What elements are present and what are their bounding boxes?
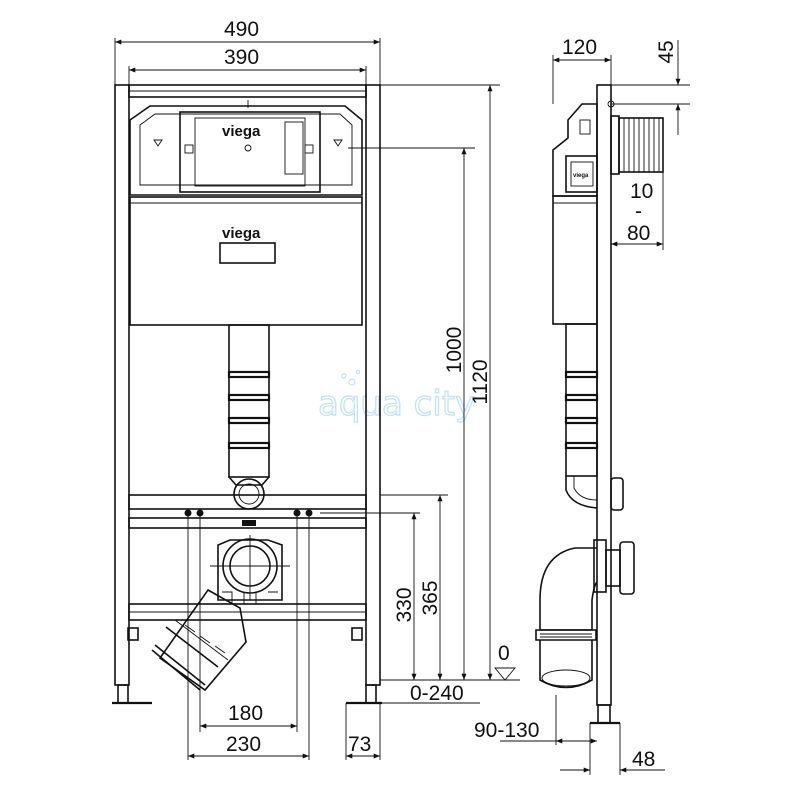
flush-outlet bbox=[233, 478, 265, 510]
dim-depth-range: 90-130 bbox=[474, 719, 539, 742]
cistern-side-tank bbox=[552, 195, 598, 325]
waste-elbow bbox=[151, 588, 247, 692]
dim-offset-dash: - bbox=[635, 200, 642, 223]
watermark-text: aqua city bbox=[318, 384, 475, 424]
front-view: viega viega bbox=[112, 18, 520, 760]
zero-level-icon bbox=[494, 667, 516, 681]
brand-label-side: viega bbox=[573, 173, 589, 179]
dim-height-365: 365 bbox=[419, 580, 442, 615]
dim-depth-top: 120 bbox=[562, 36, 597, 59]
brand-label-tank: viega bbox=[222, 225, 261, 242]
dim-frame-width: 390 bbox=[224, 46, 259, 69]
dim-height-1120: 1120 bbox=[469, 359, 492, 404]
actuator-opening bbox=[179, 111, 321, 193]
upper-cross-rail bbox=[128, 494, 367, 510]
cistern-head bbox=[129, 105, 363, 196]
dim-height-330: 330 bbox=[393, 587, 416, 622]
dim-foot-48: 48 bbox=[632, 748, 655, 771]
dim-spacing-230: 230 bbox=[226, 733, 261, 756]
waste-bracket bbox=[217, 539, 283, 601]
mount-cross-rail bbox=[128, 517, 367, 529]
screw-icon bbox=[244, 144, 252, 152]
side-frame-post bbox=[596, 84, 612, 706]
cistern-tank bbox=[129, 196, 363, 326]
dim-offset-10: 10 bbox=[630, 180, 653, 203]
frame-feet bbox=[112, 627, 382, 705]
dim-zero-level: 0 bbox=[498, 642, 510, 665]
dim-offset-80: 80 bbox=[627, 222, 650, 245]
cistern-side-head bbox=[552, 103, 598, 197]
level-marker-icon bbox=[153, 139, 163, 147]
flush-window bbox=[219, 242, 276, 264]
dim-foot-73: 73 bbox=[348, 733, 371, 756]
level-marker-icon bbox=[333, 139, 343, 147]
dim-height-1000: 1000 bbox=[443, 327, 466, 374]
dim-adjust-range: 0-240 bbox=[410, 682, 464, 705]
dim-top-offset: 45 bbox=[655, 40, 678, 63]
brand-label-top: viega bbox=[222, 123, 261, 140]
wall-bracket bbox=[610, 115, 664, 175]
left-frame-post bbox=[114, 84, 130, 686]
dim-spacing-180: 180 bbox=[228, 702, 263, 725]
side-foot bbox=[597, 704, 611, 724]
side-waste-elbow bbox=[535, 539, 635, 689]
watermark-bubbles-icon bbox=[341, 369, 361, 386]
side-view: viega 120 bbox=[474, 36, 690, 775]
side-pipe-bend bbox=[565, 476, 598, 509]
dim-overall-width: 490 bbox=[224, 18, 259, 41]
